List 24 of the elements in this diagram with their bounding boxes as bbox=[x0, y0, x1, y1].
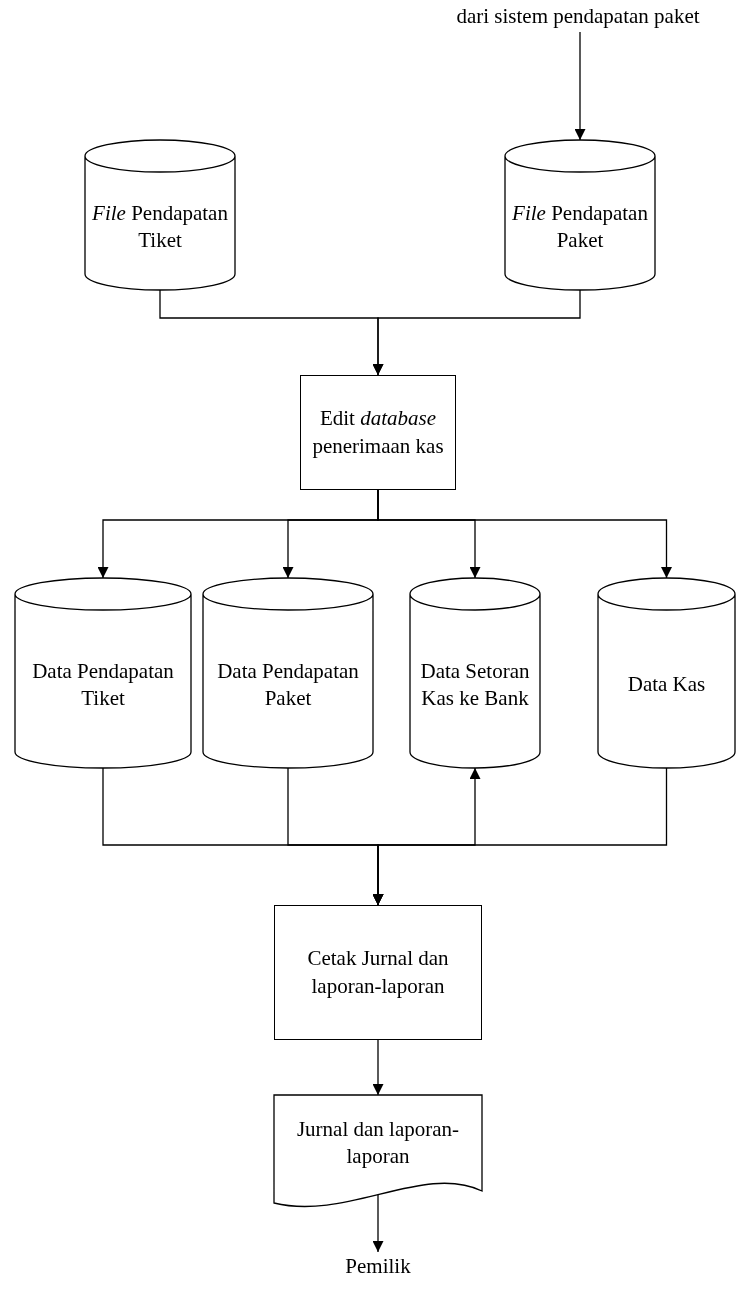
database-cylinder bbox=[15, 578, 191, 768]
shape-label: Data Kas bbox=[627, 671, 706, 699]
process-box bbox=[300, 375, 456, 490]
shape-label: Data Setoran Kas ke Bank bbox=[419, 657, 531, 712]
process-box bbox=[274, 905, 482, 1040]
database-cylinder bbox=[85, 140, 235, 290]
arrow bbox=[377, 489, 672, 579]
shape-label: Edit database penerimaan kas bbox=[311, 405, 445, 460]
arrow bbox=[372, 289, 581, 376]
arrow bbox=[574, 31, 586, 141]
shape-label: File Pendapatan Paket bbox=[511, 199, 649, 254]
database-cylinder bbox=[505, 140, 655, 290]
flow-text: Pemilik bbox=[345, 1253, 411, 1281]
shape-label: Jurnal dan laporan-laporan bbox=[295, 1115, 461, 1170]
flow-text: dari sistem pendapatan paket bbox=[456, 3, 700, 31]
shape-label: Data Pendapatan Tiket bbox=[31, 657, 175, 712]
arrow bbox=[372, 1039, 384, 1096]
shape-label: Cetak Jurnal dan laporan-laporan bbox=[306, 945, 450, 1000]
arrow bbox=[372, 767, 668, 906]
database-cylinder bbox=[203, 578, 373, 768]
database-cylinder bbox=[598, 578, 735, 768]
shape-label: Data Pendapatan Paket bbox=[216, 657, 360, 712]
shape-label: File Pendapatan Tiket bbox=[91, 199, 229, 254]
database-cylinder bbox=[410, 578, 540, 768]
